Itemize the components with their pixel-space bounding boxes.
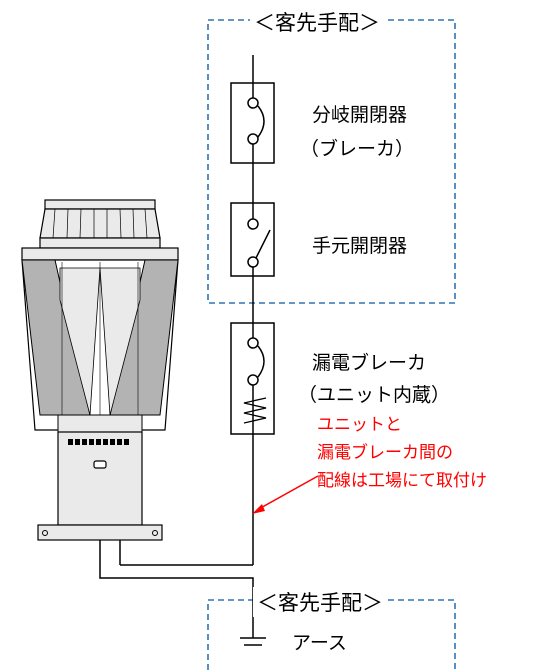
header-customer-supplied-top: ＜客先手配＞	[250, 7, 384, 37]
earth-symbol	[240, 637, 266, 646]
earth-wire	[99, 540, 254, 638]
earth-label: アース	[292, 632, 347, 654]
factory-wiring-note-line2: 漏電ブレーカ間の	[317, 443, 453, 463]
branch-switch-symbol	[230, 82, 275, 164]
leakage-breaker-label: 漏電ブレーカ	[312, 352, 427, 374]
factory-wiring-note-line1: ユニットと	[317, 415, 402, 435]
outdoor-unit	[21, 199, 179, 541]
local-switch-symbol	[230, 202, 275, 277]
leakage-breaker-symbol	[230, 322, 275, 435]
leakage-breaker-sublabel: （ユニット内蔵）	[298, 384, 451, 406]
branch-switch-sublabel: （ブレーカ）	[300, 138, 415, 160]
factory-wiring-note-line3: 配線は工場にて取付け	[317, 471, 487, 491]
header-customer-supplied-bottom: ＜客先手配＞	[253, 587, 387, 617]
note-arrow	[252, 475, 319, 514]
local-switch-label: 手元開閉器	[312, 235, 408, 257]
branch-switch-label: 分岐開閉器	[312, 104, 408, 126]
